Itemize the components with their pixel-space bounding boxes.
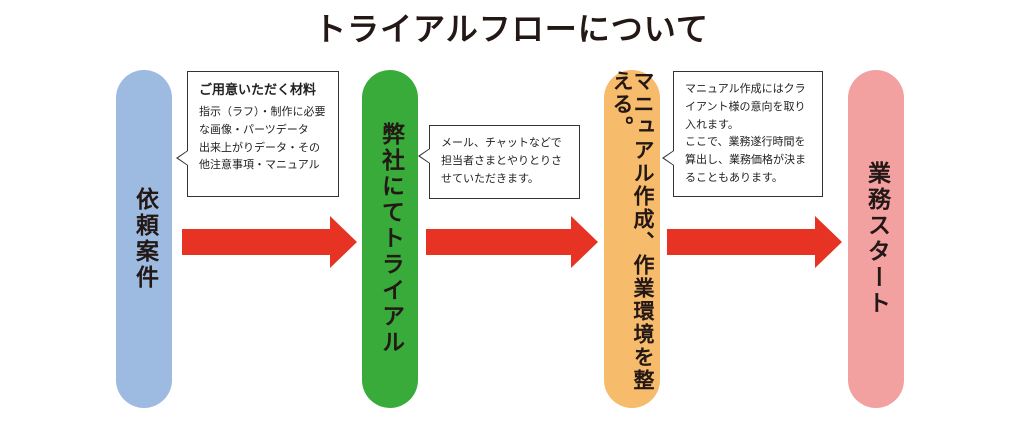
callout-line: 算出し、業務価格が決ま bbox=[685, 153, 806, 167]
step-trial-label: 弊社にてトライアル bbox=[377, 122, 404, 356]
callout-tail bbox=[176, 150, 188, 166]
diagram-title: トライアルフローについて bbox=[314, 10, 709, 48]
callout-line: 出来上がりデータ・その bbox=[199, 140, 320, 154]
manual-callout: マニュアル作成にはクラ イアント様の意向を取り 入れます。 ここで、業務遂行時間… bbox=[662, 71, 823, 197]
callout-tail bbox=[418, 148, 430, 164]
callout-line: ることもあります。 bbox=[685, 171, 783, 185]
step-start: 業務スタート bbox=[848, 70, 904, 408]
callout-line: 指示（ラフ）・制作に必要 bbox=[199, 105, 326, 119]
step-manual: マニュアル作成、作業環境を整える。 bbox=[604, 70, 660, 408]
step-request: 依頼案件 bbox=[116, 70, 172, 408]
step-start-label: 業務スタート bbox=[863, 161, 890, 317]
callout-tail bbox=[662, 150, 674, 166]
callout-heading: ご用意いただく材料 bbox=[199, 83, 317, 98]
callout-line: 他注意事項・マニュアル bbox=[199, 158, 320, 172]
step-manual-label: マニュアル作成、作業環境を整える。 bbox=[610, 70, 655, 392]
arrow-right-icon bbox=[426, 216, 598, 268]
callout-line: な画像・パーツデータ bbox=[199, 122, 309, 136]
callout-line: メール、チャットなどで bbox=[441, 136, 562, 149]
callout-line: 入れます。 bbox=[685, 117, 739, 131]
step-trial: 弊社にてトライアル bbox=[362, 70, 418, 408]
callout-line: ここで、業務遂行時間を bbox=[685, 135, 806, 149]
callout-line: マニュアル作成にはクラ bbox=[685, 82, 806, 95]
arrow-right-icon bbox=[667, 216, 842, 268]
materials-callout: ご用意いただく材料 指示（ラフ）・制作に必要 な画像・パーツデータ 出来上がりデ… bbox=[176, 71, 339, 197]
callout-line: イアント様の意向を取り bbox=[685, 99, 806, 113]
callout-line: 担当者さまとやりとりさ bbox=[441, 153, 562, 167]
step-request-label: 依頼案件 bbox=[131, 187, 158, 291]
callout-line: せていただきます。 bbox=[441, 171, 539, 185]
communication-callout: メール、チャットなどで 担当者さまとやりとりさ せていただきます。 bbox=[418, 125, 580, 199]
arrow-right-icon bbox=[182, 216, 357, 268]
